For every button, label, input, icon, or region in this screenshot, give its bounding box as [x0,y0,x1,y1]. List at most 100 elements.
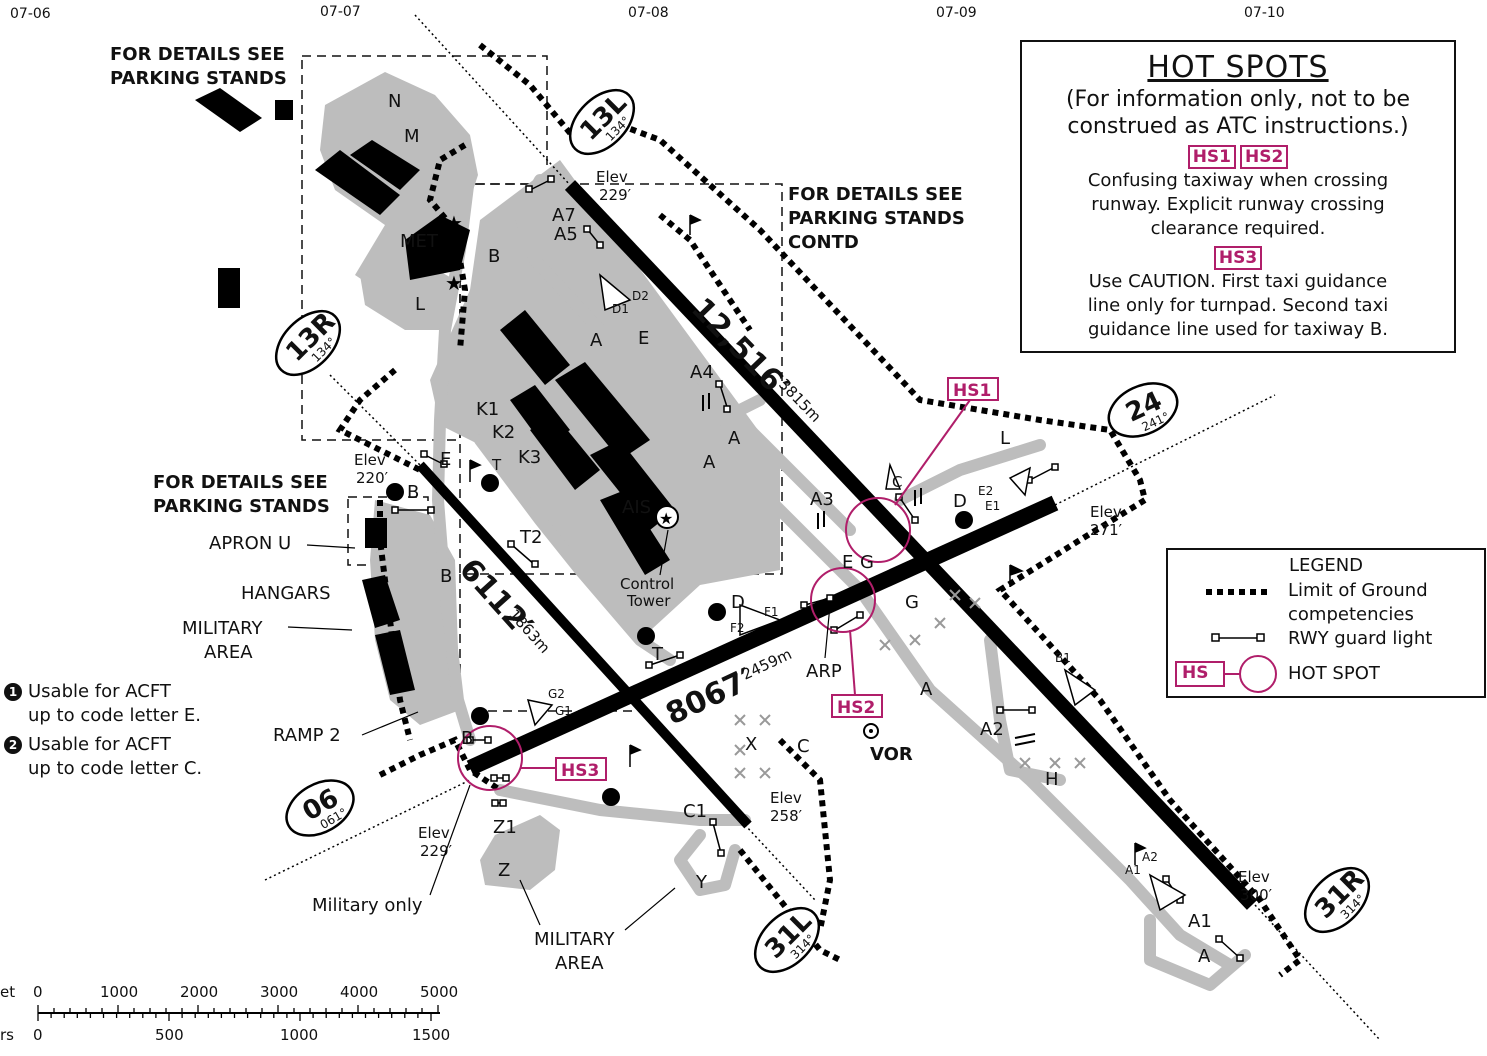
extension-06 [264,779,471,881]
scale-unit-meters: rs [0,1026,14,1044]
code-badge-1 [386,483,404,501]
code-badge-2 [602,788,620,806]
building [275,100,293,120]
details-note-line: PARKING STANDS [788,208,965,229]
hotspot-circle-hs2 [810,567,876,633]
taxiway-label: A7 [552,205,576,226]
hotspot-tag-box [947,377,999,401]
hotspot-tag-hs1: HS1 [1187,145,1236,169]
papi-icon [1063,668,1097,707]
closed-mark [734,589,1086,779]
area-label-vor: VOR [870,744,913,765]
guard-lights [391,175,1244,962]
guard-light-icon [583,225,604,249]
extension-31l [744,824,816,901]
elevation-value: 300′ [1240,886,1273,904]
taxiway-label: F2 [730,621,745,635]
elevation-label: Elev [1090,503,1122,521]
taxiway-label: A1 [1188,911,1212,932]
taxiway-label: T [491,456,502,474]
taxiway-a-line [514,174,1236,971]
legend-limit: competencies [1288,604,1414,625]
runway-designator-06: 06 061° [285,779,355,837]
apron-l [360,260,455,330]
closed-crosses [734,589,1086,779]
papi-icon [739,603,783,637]
taxiway-label: L [415,294,425,315]
guard-light-icon [715,380,731,413]
taxiway-label: A [728,428,741,449]
taxiway-label: K2 [492,422,515,443]
building [365,518,387,548]
area-label-control-tower: Tower [626,592,671,610]
scale-tick-label: 5000 [420,983,458,1001]
details-note-line: PARKING STANDS [110,68,287,89]
scale-tick-label: 1500 [412,1026,450,1044]
hotspot-tag-icon [1175,661,1225,687]
papi-icon [1008,466,1032,497]
hotspot-leader [894,399,971,506]
hotspot-tag-box [831,694,883,718]
holding-bar [702,393,1036,746]
hotspot-tag-hs1: HS1 [953,381,991,401]
area-label-control-tower: Control [620,575,674,593]
hotspot-circle-hs1 [845,497,911,563]
building [500,310,570,385]
code-badge-2: 2 [4,736,22,754]
taxiway-label: C [797,736,810,757]
elevation-label: Elev [596,168,628,186]
scale-tick-label: 0 [33,1026,43,1044]
usage-note-text: up to code letter C. [28,758,203,779]
runway-designator-13r: 13R 134° [274,307,341,377]
buildings [195,88,675,695]
taxiway-a4-line [674,394,766,426]
scale-unit-feet: et [0,983,15,1001]
area-label-military: MILITARY [182,618,263,639]
legend-hotspot: HOT SPOT [1288,663,1380,684]
papi-markers [526,273,1187,912]
hotspots-text: Confusing taxiway when crossing [1087,170,1389,191]
details-note-line: FOR DETAILS SEE [788,184,963,205]
legend-hs-tag: HS [1182,663,1209,683]
windsock-icon [1009,564,1024,587]
building [555,362,650,460]
elevation-value: 229′ [599,186,632,204]
hotspots-subtitle: (For information only, not to be [1065,87,1411,112]
extension-24 [1054,394,1276,506]
legend-symbols [1175,589,1277,693]
hotspot-tag-hs2: HS2 [837,698,875,718]
star-icon: ★ [445,271,463,295]
area-labels: MET APRON U HANGARS MILITARY AREA RAMP 2… [182,211,913,974]
elevation-value: 271′ [1090,521,1123,539]
extension-13l [414,14,571,186]
taxiway-label: E [440,449,451,470]
taxiway-label: G2 [548,687,565,701]
taxiway-label: D [731,592,745,613]
scale-tick-label: 500 [155,1026,184,1044]
runway-designator-24: 24 241° [1107,382,1179,438]
guard-light-icon [709,818,725,857]
runway-designator-31r: 31R 314° [1303,864,1370,934]
hotspot-tag-box [555,757,607,781]
legend-limit: Limit of Ground [1288,580,1428,601]
taxiway-label: K3 [518,447,541,468]
taxiway-labels: N M L B A7 A5 D2 D1 A E A4 K1 K2 K3 T T2… [388,91,1212,967]
guard-light-icon [800,594,834,609]
hotspots-text: line only for turnpad. Second taxi [1087,295,1389,316]
guard-light-icon [996,706,1036,714]
taxiway-a1-line [1144,914,1251,991]
taxiway-label: E2 [978,484,993,498]
taxiway-label: A4 [690,362,714,383]
code-badge-1 [708,603,726,621]
papi-icon [526,699,554,727]
limit-line [378,736,502,793]
taxiway-label: B [461,728,473,749]
scale-tick-label: 1000 [100,983,138,1001]
code-badge-1 [481,474,499,492]
taxiway-label: Y [695,872,708,893]
hotspot-tag-hs3: HS3 [1213,246,1263,270]
taxiway-label: K1 [476,399,499,420]
limit-line [335,367,422,473]
taxiway-label: X [745,734,757,755]
guard-light-icon [830,611,864,634]
